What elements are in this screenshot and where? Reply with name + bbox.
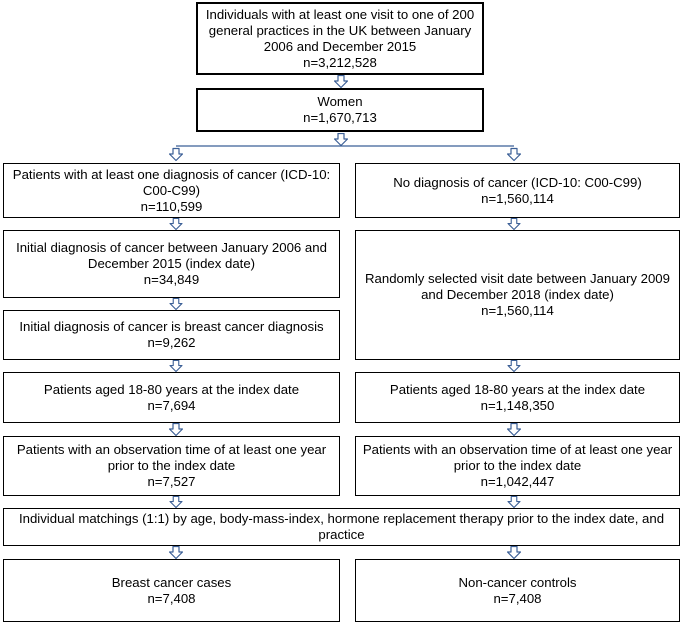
box-non-cancer-controls-text: Non-cancer controls n=7,408 [458,574,577,606]
box-cancer-diagnosis-text: Patients with at least one diagnosis of … [12,166,331,214]
arrow-down-icon [169,147,183,162]
box-observation-controls: Patients with an observation time of at … [355,436,680,496]
box-women-text: Women n=1,670,713 [303,94,377,125]
box-no-cancer: No diagnosis of cancer (ICD-10: C00-C99)… [355,163,680,218]
arrow-down-icon [169,218,183,230]
box-matching: Individual matchings (1:1) by age, body-… [3,508,680,546]
arrow-down-icon [507,218,521,230]
box-initial-diagnosis: Initial diagnosis of cancer between Janu… [3,230,340,298]
box-women: Women n=1,670,713 [196,88,484,132]
arrow-down-icon [169,298,183,310]
arrow-down-icon [507,360,521,372]
box-aged-controls-text: Patients aged 18-80 years at the index d… [389,381,646,413]
box-no-cancer-text: No diagnosis of cancer (ICD-10: C00-C99)… [393,174,642,206]
box-all-individuals: Individuals with at least one visit to o… [196,2,484,75]
arrow-down-icon [507,546,521,559]
box-aged-cases: Patients aged 18-80 years at the index d… [3,372,340,423]
arrow-down-icon [334,133,348,146]
box-random-visit: Randomly selected visit date between Jan… [355,230,680,360]
box-observation-cases-text: Patients with an observation time of at … [16,442,327,489]
arrow-down-icon [169,423,183,436]
arrow-down-icon [169,546,183,559]
box-random-visit-text: Randomly selected visit date between Jan… [365,271,670,318]
box-aged-controls: Patients aged 18-80 years at the index d… [355,372,680,423]
arrow-down-icon [507,496,521,508]
box-breast-cancer-diagnosis-text: Initial diagnosis of cancer is breast ca… [19,319,324,350]
box-initial-diagnosis-text: Initial diagnosis of cancer between Janu… [16,240,327,287]
box-all-individuals-text: Individuals with at least one visit to o… [205,6,475,70]
box-observation-controls-text: Patients with an observation time of at … [362,442,673,489]
box-observation-cases: Patients with an observation time of at … [3,436,340,496]
box-breast-cancer-diagnosis: Initial diagnosis of cancer is breast ca… [3,310,340,360]
box-matching-text: Individual matchings (1:1) by age, body-… [18,511,665,542]
arrow-down-icon [334,75,348,88]
arrow-down-icon [507,147,521,162]
arrow-down-icon [169,496,183,508]
box-breast-cancer-cases-text: Breast cancer cases n=7,408 [111,574,232,606]
box-breast-cancer-cases: Breast cancer cases n=7,408 [3,559,340,622]
box-aged-cases-text: Patients aged 18-80 years at the index d… [43,381,300,413]
box-non-cancer-controls: Non-cancer controls n=7,408 [355,559,680,622]
box-cancer-diagnosis: Patients with at least one diagnosis of … [3,163,340,218]
arrow-down-icon [507,423,521,436]
arrow-down-icon [169,360,183,372]
